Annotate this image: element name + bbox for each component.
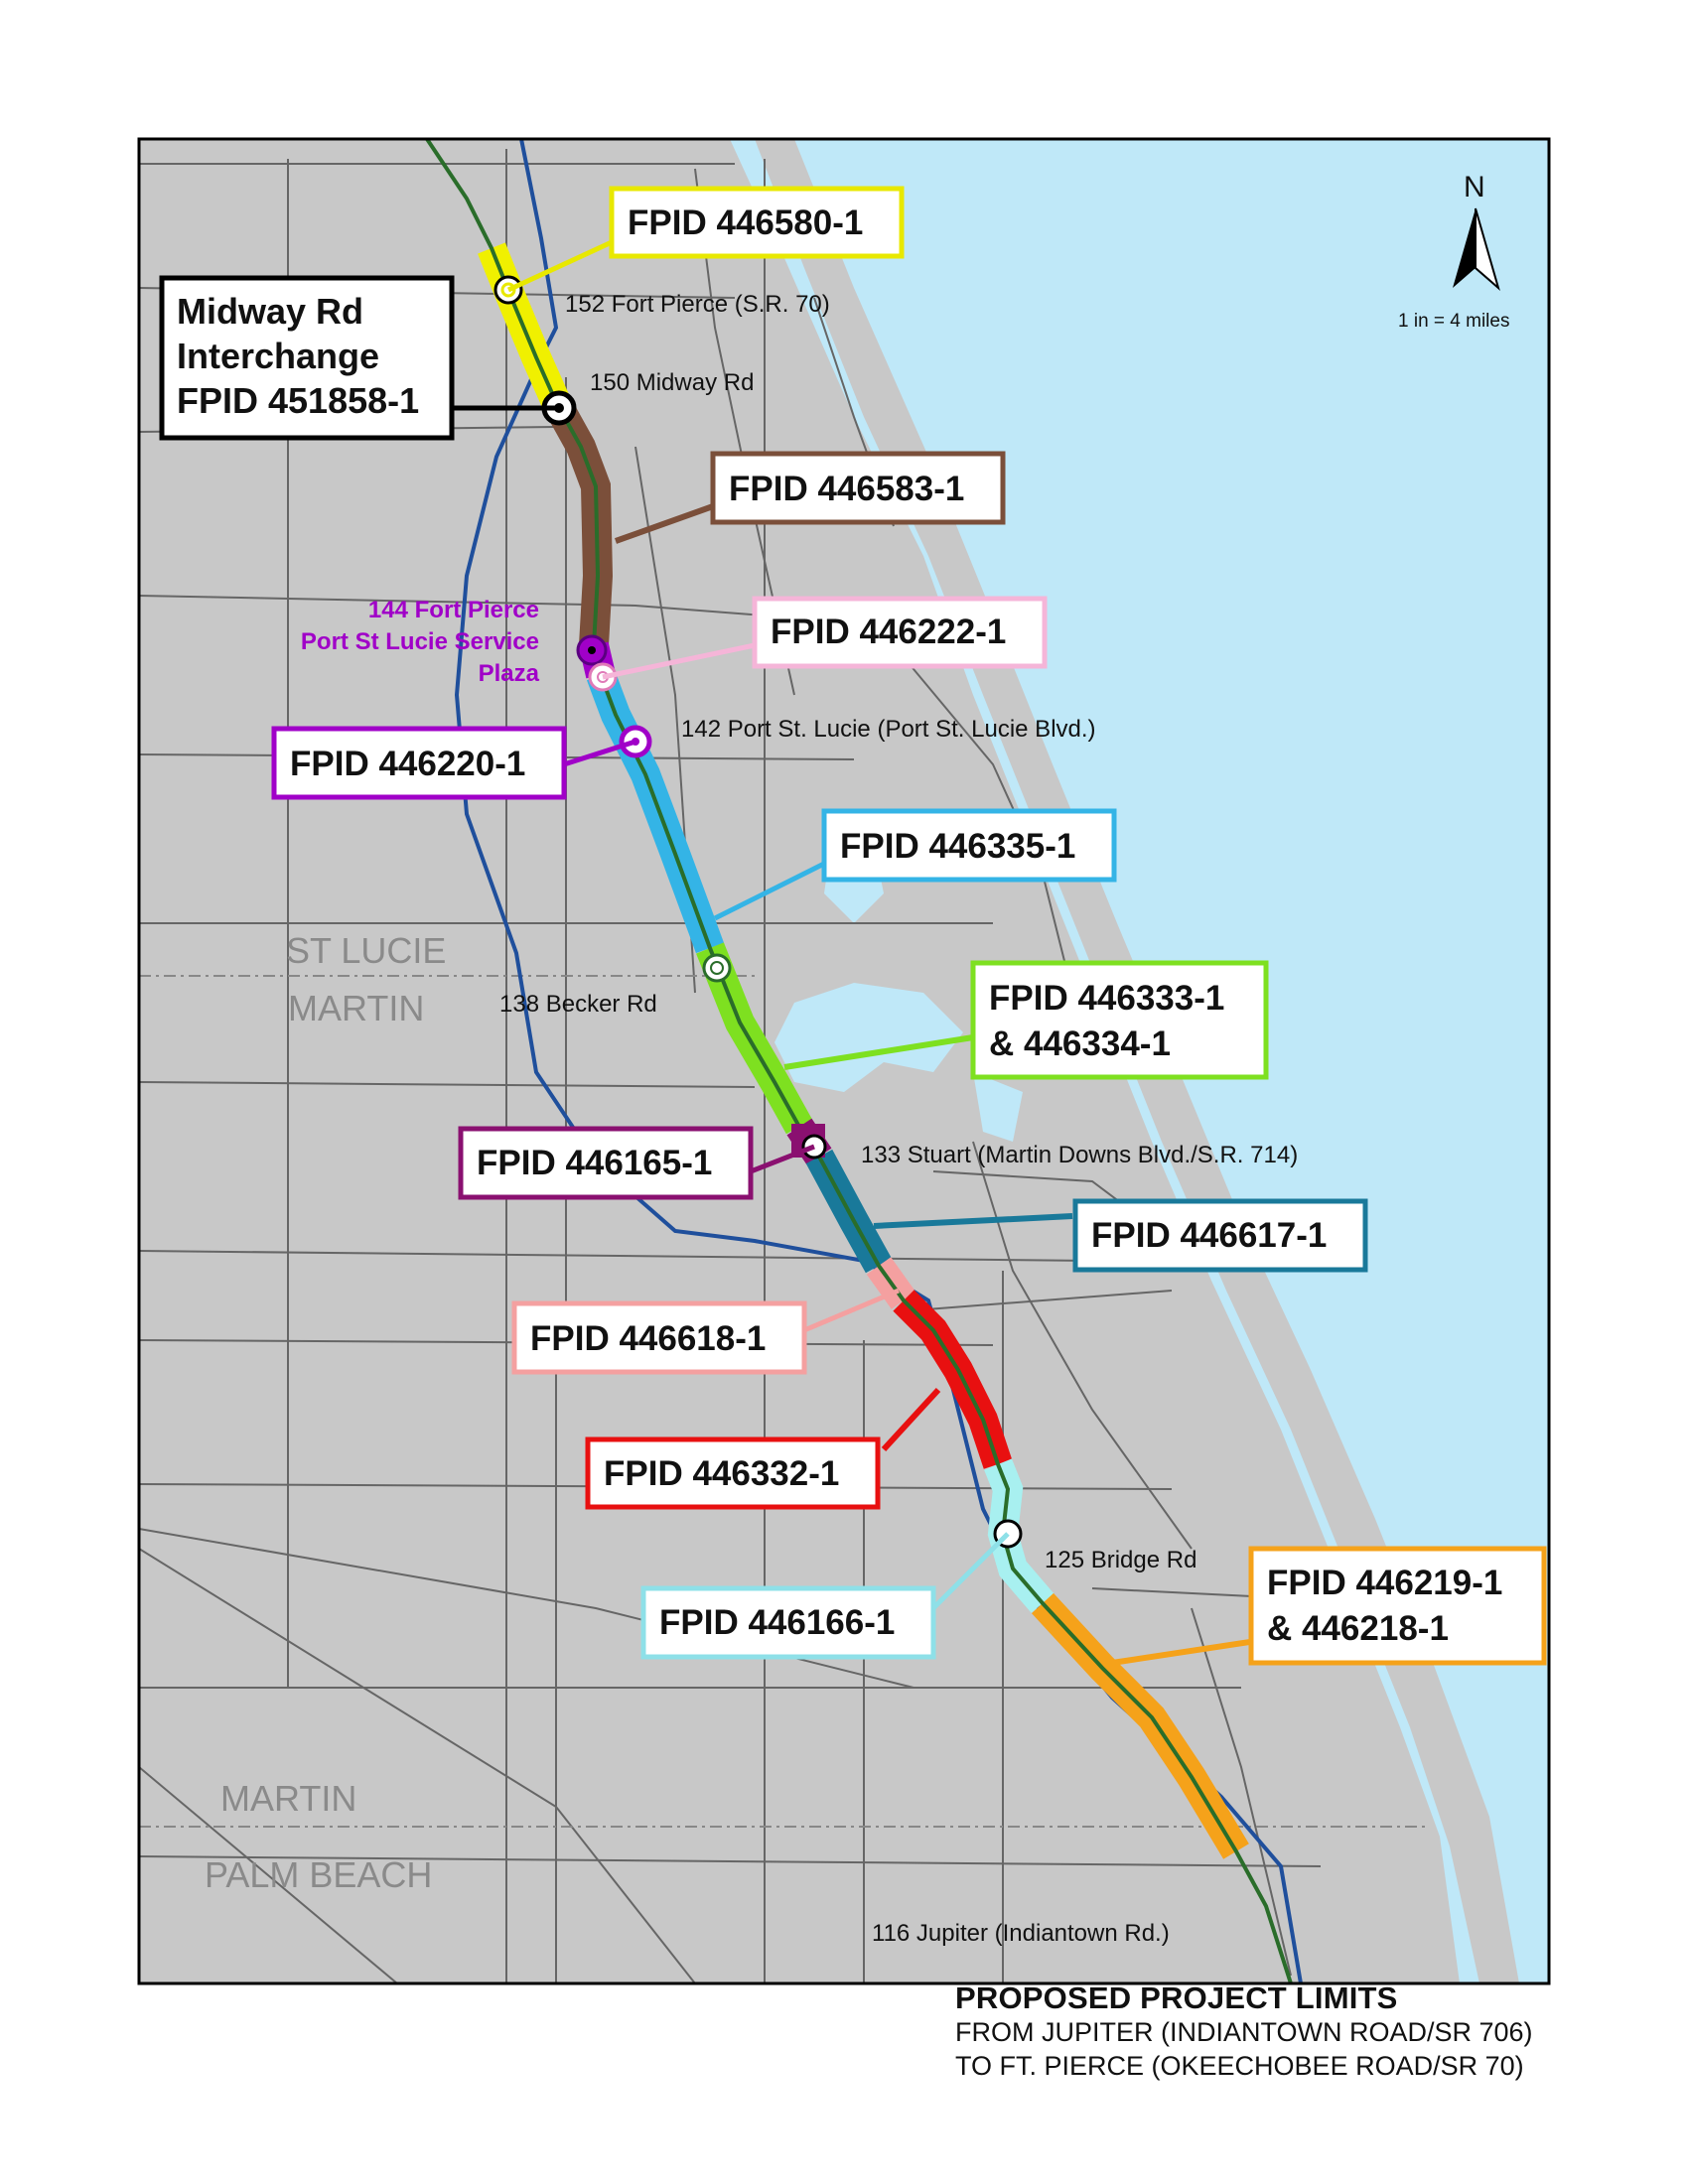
callout-box xyxy=(970,960,1269,1080)
callout-text: FPID 446618-1 xyxy=(530,1319,766,1358)
callout-text: FPID 451858-1 xyxy=(177,380,419,421)
river xyxy=(774,983,963,1092)
svg-text:144 Fort Pierce: 144 Fort Pierce xyxy=(368,597,539,623)
interchange-label: 125 Bridge Rd xyxy=(1045,1547,1196,1573)
callout-box xyxy=(710,451,1006,525)
callout-text: & 446218-1 xyxy=(1267,1609,1449,1648)
county-label: ST LUCIE xyxy=(286,930,446,971)
callout-text: FPID 446617-1 xyxy=(1091,1216,1327,1255)
service-plaza-label: 144 Fort Pierce Port St Lucie Service Pl… xyxy=(301,597,540,687)
callout-text: FPID 446219-1 xyxy=(1267,1564,1502,1602)
callout-box xyxy=(609,186,905,259)
interchange-label: 116 Jupiter (Indiantown Rd.) xyxy=(872,1920,1170,1947)
county-label: MARTIN xyxy=(288,988,424,1028)
svg-text:Port St Lucie Service: Port St Lucie Service xyxy=(301,628,539,655)
callout-box xyxy=(511,1300,807,1375)
interchange-label: 133 Stuart (Martin Downs Blvd./S.R. 714) xyxy=(861,1142,1298,1168)
callout-box xyxy=(821,808,1117,883)
north-arrow-icon xyxy=(1453,208,1476,288)
callout-text: & 446334-1 xyxy=(989,1024,1171,1063)
callout-box xyxy=(640,1585,936,1660)
callout-box xyxy=(752,596,1048,669)
callout-text: FPID 446222-1 xyxy=(771,613,1006,651)
county-label: MARTIN xyxy=(220,1778,356,1819)
callout-box xyxy=(159,275,455,441)
callout-box xyxy=(1248,1546,1547,1666)
callout-boxes: FPID 446580-1 Midway Rd Interchange FPID… xyxy=(159,186,1547,1666)
map-frame xyxy=(137,137,1551,1985)
callout-text: FPID 446332-1 xyxy=(604,1454,839,1493)
interchange-label: 142 Port St. Lucie (Port St. Lucie Blvd.… xyxy=(681,716,1096,743)
map-caption: PROPOSED PROJECT LIMITS FROM JUPITER (IN… xyxy=(955,1981,1650,2083)
callout-text: FPID 446583-1 xyxy=(729,470,964,508)
callout-leaders xyxy=(452,239,1277,1666)
svg-text:Plaza: Plaza xyxy=(479,660,540,687)
callout-box xyxy=(1072,1198,1368,1273)
callout-text: FPID 446335-1 xyxy=(840,827,1075,866)
scale-text: 1 in = 4 miles xyxy=(1398,311,1509,332)
caption-line: TO FT. PIERCE (OKEECHOBEE ROAD/SR 70) xyxy=(955,2051,1524,2081)
marker-138 xyxy=(702,953,732,983)
callout-box xyxy=(458,1126,754,1200)
callout-text: FPID 446580-1 xyxy=(628,204,863,242)
callout-text: FPID 446220-1 xyxy=(290,745,525,783)
interchange-label: 152 Fort Pierce (S.R. 70) xyxy=(565,291,830,318)
callout-text: FPID 446166-1 xyxy=(659,1603,895,1642)
callout-text: Midway Rd xyxy=(177,291,363,332)
callout-text: Interchange xyxy=(177,336,379,376)
interchange-label: 150 Midway Rd xyxy=(590,369,754,396)
county-labels: ST LUCIE MARTIN MARTIN PALM BEACH xyxy=(205,930,446,1895)
north-arrow: N 1 in = 4 miles xyxy=(1398,171,1509,332)
callout-box xyxy=(271,726,567,800)
north-label: N xyxy=(1464,171,1485,204)
caption-line: FROM JUPITER (INDIANTOWN ROAD/SR 706) xyxy=(955,2017,1533,2047)
callout-text: FPID 446165-1 xyxy=(477,1144,712,1182)
river xyxy=(973,1072,1023,1142)
caption-title: PROPOSED PROJECT LIMITS xyxy=(955,1980,1398,2015)
marker-152 xyxy=(493,275,523,305)
interchange-label: 138 Becker Rd xyxy=(499,991,657,1018)
interchange-markers xyxy=(493,275,1023,1549)
interchange-labels: 152 Fort Pierce (S.R. 70) 150 Midway Rd … xyxy=(499,291,1298,1947)
county-label: PALM BEACH xyxy=(205,1854,432,1895)
callout-text: FPID 446333-1 xyxy=(989,979,1224,1018)
callout-box xyxy=(585,1436,881,1510)
